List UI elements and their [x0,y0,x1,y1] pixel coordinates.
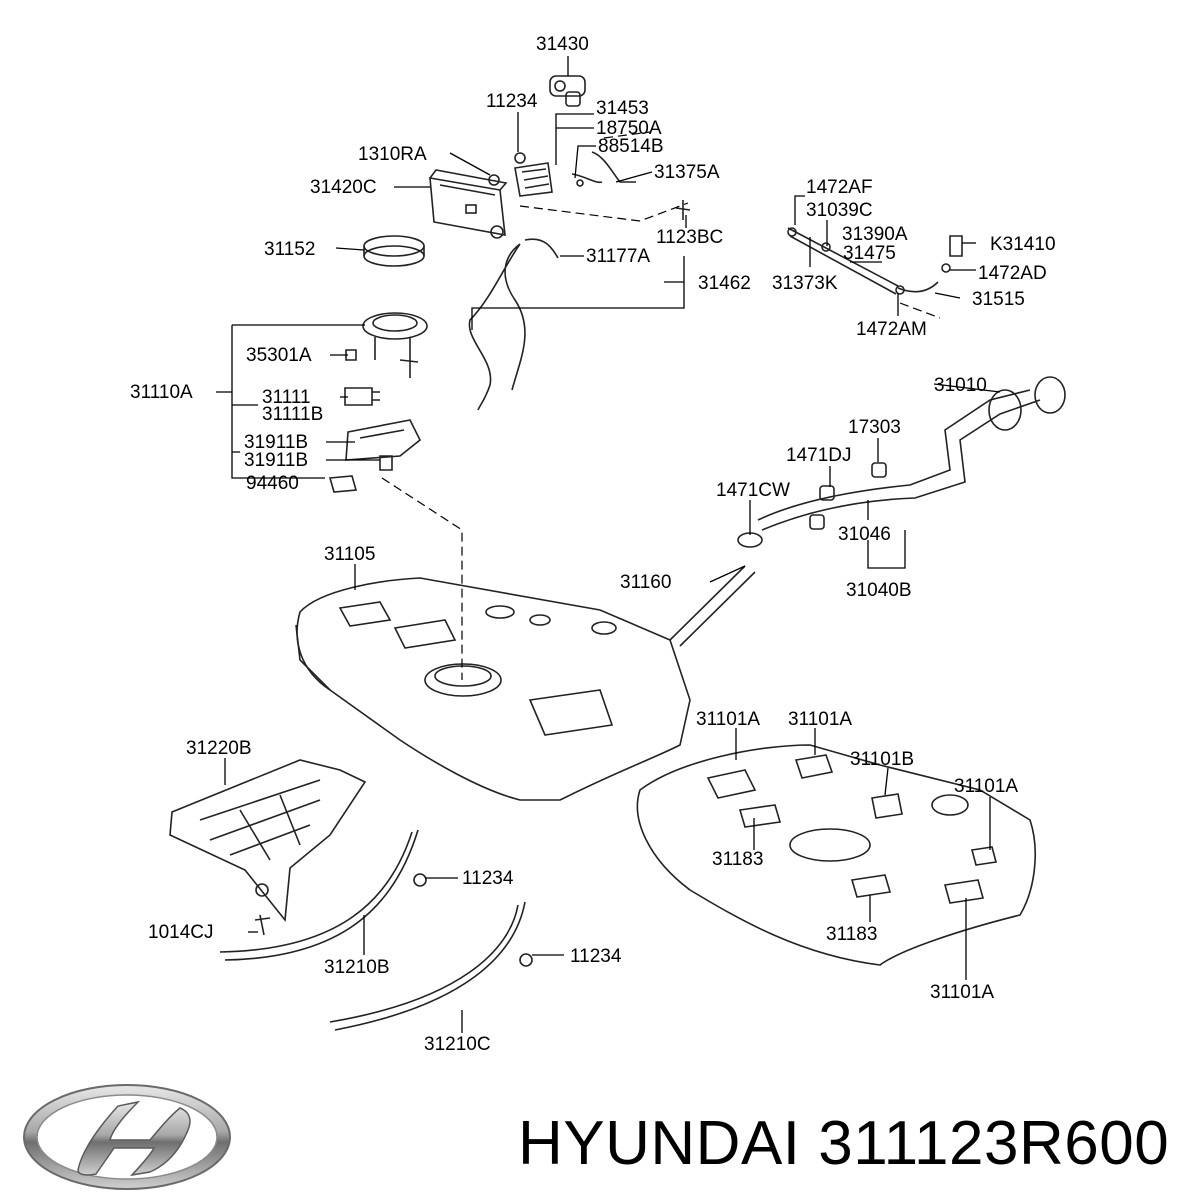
callout-label: 31911B [244,450,308,471]
callout-label: 31101A [954,776,1018,797]
bolt-part [514,152,526,164]
bolt-part [675,200,691,220]
callout-label: 1310RA [358,144,427,165]
callout-label: 31046 [838,524,891,545]
part-drawings [169,75,1066,1031]
callout-label: 17303 [848,417,901,438]
part-number: 311123R600 [818,1109,1170,1178]
callout-label: 94460 [246,473,299,494]
clip-part [941,263,951,273]
callout-labels: 31430 11234 31453 18750A 88514B 1310RA 3… [130,34,1056,1055]
callout-label: 31462 [698,273,751,294]
callout-label: 31911B [244,432,308,453]
callout-label: 31101A [788,709,852,730]
callout-label: 31220B [186,738,252,759]
callout-label: 31110A [130,382,193,403]
lock-ring-part [363,235,425,267]
vapor-hose-part [897,281,939,293]
wiring-harness-part [468,238,559,411]
nut-part [255,883,269,897]
callout-label: 31373K [772,273,838,294]
clip-part [821,242,831,252]
filler-neck-part [737,376,1066,548]
pump-flange-part [345,312,428,378]
clip-part [895,285,905,295]
valve-part [949,235,963,257]
callout-label: 31111 [262,387,311,408]
bolt-part [254,914,271,936]
vapor-hose-part [787,227,899,295]
callout-label: 31210C [424,1034,491,1055]
vent-valve-part [549,75,586,107]
callout-label: 31177A [586,246,650,267]
callout-label: 1471DJ [786,445,852,466]
callout-label: 31111B [262,404,323,425]
callout-label: 31210B [324,957,390,978]
callout-label: 31375A [654,162,720,183]
canister-part [429,169,508,239]
brand-name: HYUNDAI [518,1109,801,1178]
leader-lines [216,56,1001,1033]
callout-label: 88514B [598,136,664,157]
fuel-filter-part [328,475,358,493]
callout-label: 35301A [246,345,312,366]
callout-label: 31453 [596,98,649,119]
callout-label: 1014CJ [148,922,214,943]
callout-label: 31183 [712,849,763,870]
callout-label: 1123BC [656,227,723,248]
callout-label: 18750A [596,118,662,139]
callout-label: 31010 [934,375,987,396]
callout-label: 1471CW [716,480,790,501]
callout-label: 31430 [536,34,589,55]
callout-label: 31420C [310,177,377,198]
heat-shield-part [169,759,367,923]
callout-label: 31040B [846,580,912,601]
callout-label: 31183 [826,924,877,945]
small-canister-part [514,162,553,197]
tank-strap-part [329,901,526,1031]
fuel-pump-part [344,387,380,406]
callout-label: 1472AM [856,319,927,340]
clip-part [787,227,797,237]
pump-module-part [345,419,422,471]
callout-label: 11234 [570,946,622,967]
hyundai-logo [23,1084,231,1190]
nut-part [413,873,427,887]
callout-label: 31160 [620,572,671,593]
filler-pipe-part [669,565,756,647]
callout-label: 31390A [842,224,908,245]
callout-label: K31410 [990,234,1056,255]
callout-label: 31039C [806,200,873,221]
tank-pads-part [636,744,1036,966]
fuel-tank-part [295,577,691,801]
nut-part [519,953,533,967]
callout-label: 31475 [843,243,896,264]
callout-label: 31105 [324,544,375,565]
part-number-caption: HYUNDAI 311123R600 [518,1108,1169,1179]
callout-label: 31152 [264,239,315,260]
callout-label: 31101A [930,982,994,1003]
callout-label: 11234 [486,91,538,112]
callout-label: 11234 [462,868,514,889]
callout-label: 31101B [850,749,914,770]
callout-label: 31515 [972,289,1025,310]
callout-label: 1472AF [806,177,873,198]
clip-part [576,179,584,187]
clip-part [488,174,500,186]
callout-label: 31101A [696,709,760,730]
callout-label: 1472AD [978,263,1047,284]
tank-strap-part [219,829,419,961]
